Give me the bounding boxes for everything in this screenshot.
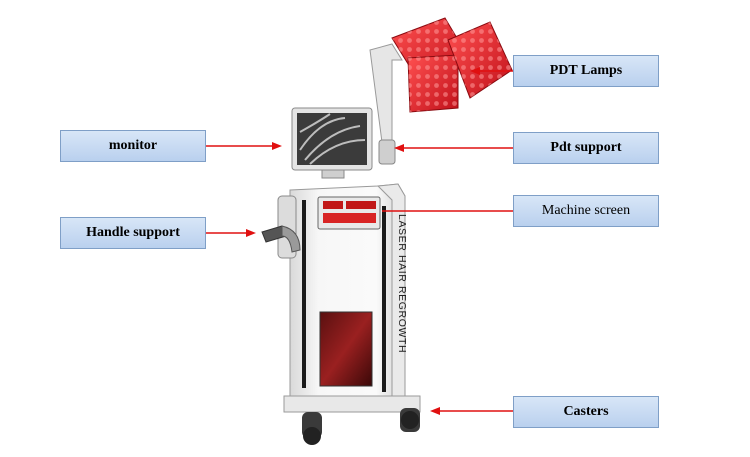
label-handle-support: Handle support — [60, 217, 206, 249]
label-pdt-support: Pdt support — [513, 132, 659, 164]
side-text: LASER HAIR REGROWTH — [396, 214, 408, 353]
pointer-arrows — [206, 67, 513, 415]
arrow-pdt-lamps-head — [470, 67, 480, 75]
label-monitor: monitor — [60, 130, 206, 162]
arrow-handle-support-head — [246, 229, 256, 237]
label-casters: Casters — [513, 396, 659, 428]
pdt-arm — [369, 43, 403, 165]
monitor-illustration — [291, 107, 373, 179]
arrow-casters-head — [430, 407, 440, 415]
handle-support-illustration — [261, 195, 301, 259]
arrow-pdt-support-head — [394, 144, 404, 152]
machine-body: LASER HAIR REGROWTH — [283, 183, 421, 413]
casters-illustration — [302, 408, 420, 445]
pdt-lamps — [391, 17, 513, 113]
arrow-monitor-head — [272, 142, 282, 150]
label-machine-screen: Machine screen — [513, 195, 659, 227]
label-pdt-lamps: PDT Lamps — [513, 55, 659, 87]
